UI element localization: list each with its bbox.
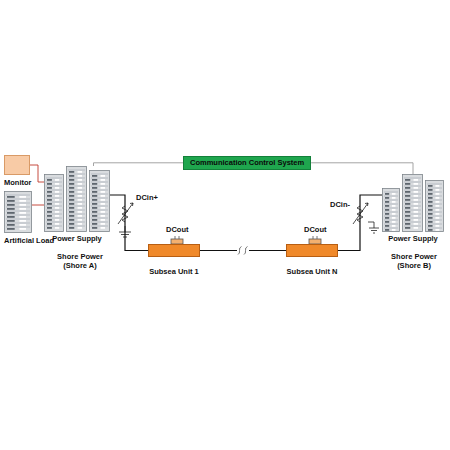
terminal-label: DCin+ [136, 193, 158, 202]
subsea-unit-node: Subsea Unit N [286, 244, 338, 277]
node-label: Power Supply [388, 235, 438, 244]
node-label: Power Supply [52, 235, 102, 244]
subsea-icon [148, 244, 200, 257]
dcout-terminal [171, 236, 321, 244]
rack-drawing [4, 191, 32, 233]
rack-icon [382, 174, 444, 232]
signal-line [311, 163, 413, 174]
power-supply-node: Power Supply [382, 174, 444, 244]
node-label: Subsea Unit N [287, 268, 338, 277]
site-label: Shore Power (Shore B) [384, 252, 444, 270]
rack-icon [4, 191, 32, 233]
terminal-label: DCout [304, 225, 327, 234]
power-supply-node: Power Supply [44, 166, 110, 244]
subsea-unit-node: Subsea Unit 1 [148, 244, 200, 277]
monitor-icon [4, 155, 30, 175]
signal-line [32, 205, 44, 206]
terminal-label: DCin- [330, 200, 350, 209]
cable-break-symbol [237, 246, 249, 256]
signal-line [30, 165, 44, 182]
monitor-node: Monitor [4, 155, 32, 188]
node-label: Monitor [4, 179, 32, 188]
control-band: Communication Control System [183, 156, 311, 170]
power-cable [110, 195, 148, 251]
subsea-icon [286, 244, 338, 257]
rack-drawing [44, 166, 110, 232]
terminal-label: DCout [166, 225, 189, 234]
node-label: Artificial Load [4, 237, 54, 246]
signal-line [94, 163, 184, 166]
node-label: Subsea Unit 1 [149, 268, 199, 277]
rack-icon [44, 166, 110, 232]
variable-resistor-symbol [353, 203, 379, 233]
node-label: Communication Control System [190, 159, 304, 168]
rack-drawing [382, 174, 444, 232]
site-label: Shore Power (Shore A) [50, 252, 110, 270]
